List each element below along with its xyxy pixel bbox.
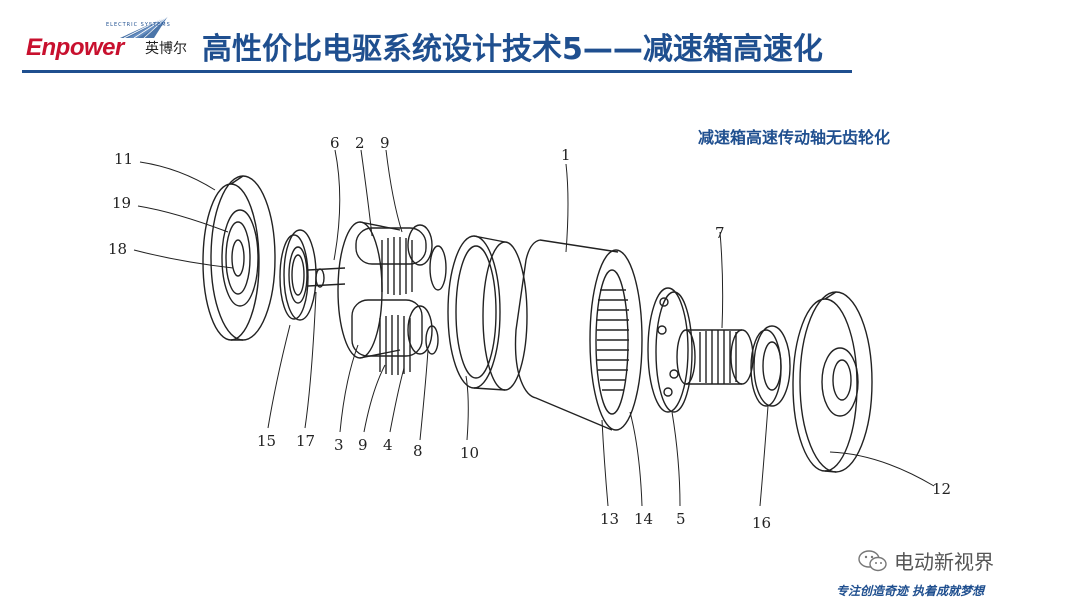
bearing-16 — [750, 325, 791, 407]
label-9-top: 9 — [380, 134, 390, 152]
title-divider — [22, 70, 852, 73]
label-3: 3 — [334, 436, 344, 454]
logo-wordmark: Enpower — [26, 34, 124, 61]
label-9-bottom: 9 — [358, 436, 368, 454]
flange-5 — [647, 287, 693, 413]
label-19: 19 — [112, 194, 131, 212]
end-cover-left — [202, 175, 276, 341]
slogan: 专注创造奇迹 执着成就梦想 — [836, 584, 985, 598]
label-2: 2 — [355, 134, 365, 152]
label-18: 18 — [108, 240, 127, 258]
ring-10 — [447, 235, 528, 391]
label-17: 17 — [296, 432, 315, 450]
bearing-15 — [279, 229, 317, 321]
slide-header: ELECTRIC SYSTEMS Enpower 英博尔 高性价比电驱系统设计技… — [0, 0, 1080, 80]
label-8: 8 — [413, 442, 423, 460]
label-13: 13 — [600, 510, 619, 528]
logo-chinese: 英博尔 — [145, 41, 187, 57]
slide-subtitle: 减速箱高速传动轴无齿轮化 — [698, 128, 891, 147]
logo-wing-icon — [120, 15, 169, 39]
splined-shaft-7 — [676, 329, 754, 385]
label-16: 16 — [752, 514, 771, 532]
ring-gear-housing — [514, 239, 643, 431]
end-cover-right — [792, 291, 873, 473]
watermark: 电动新视界 — [858, 546, 994, 575]
logo-subtext: ELECTRIC SYSTEMS — [106, 22, 171, 28]
label-11: 11 — [114, 150, 133, 168]
watermark-text: 电动新视界 — [894, 550, 994, 574]
label-10: 10 — [460, 444, 479, 462]
label-14: 14 — [634, 510, 653, 528]
label-7: 7 — [715, 224, 725, 242]
label-6: 6 — [330, 134, 340, 152]
label-5: 5 — [676, 510, 686, 528]
label-15: 15 — [257, 432, 276, 450]
page-title: 高性价比电驱系统设计技术5——减速箱高速化 — [202, 32, 823, 67]
wechat-icon — [858, 549, 887, 571]
label-12: 12 — [932, 480, 951, 498]
planet-carrier — [337, 221, 447, 375]
label-1: 1 — [561, 146, 571, 164]
label-4: 4 — [383, 436, 393, 454]
